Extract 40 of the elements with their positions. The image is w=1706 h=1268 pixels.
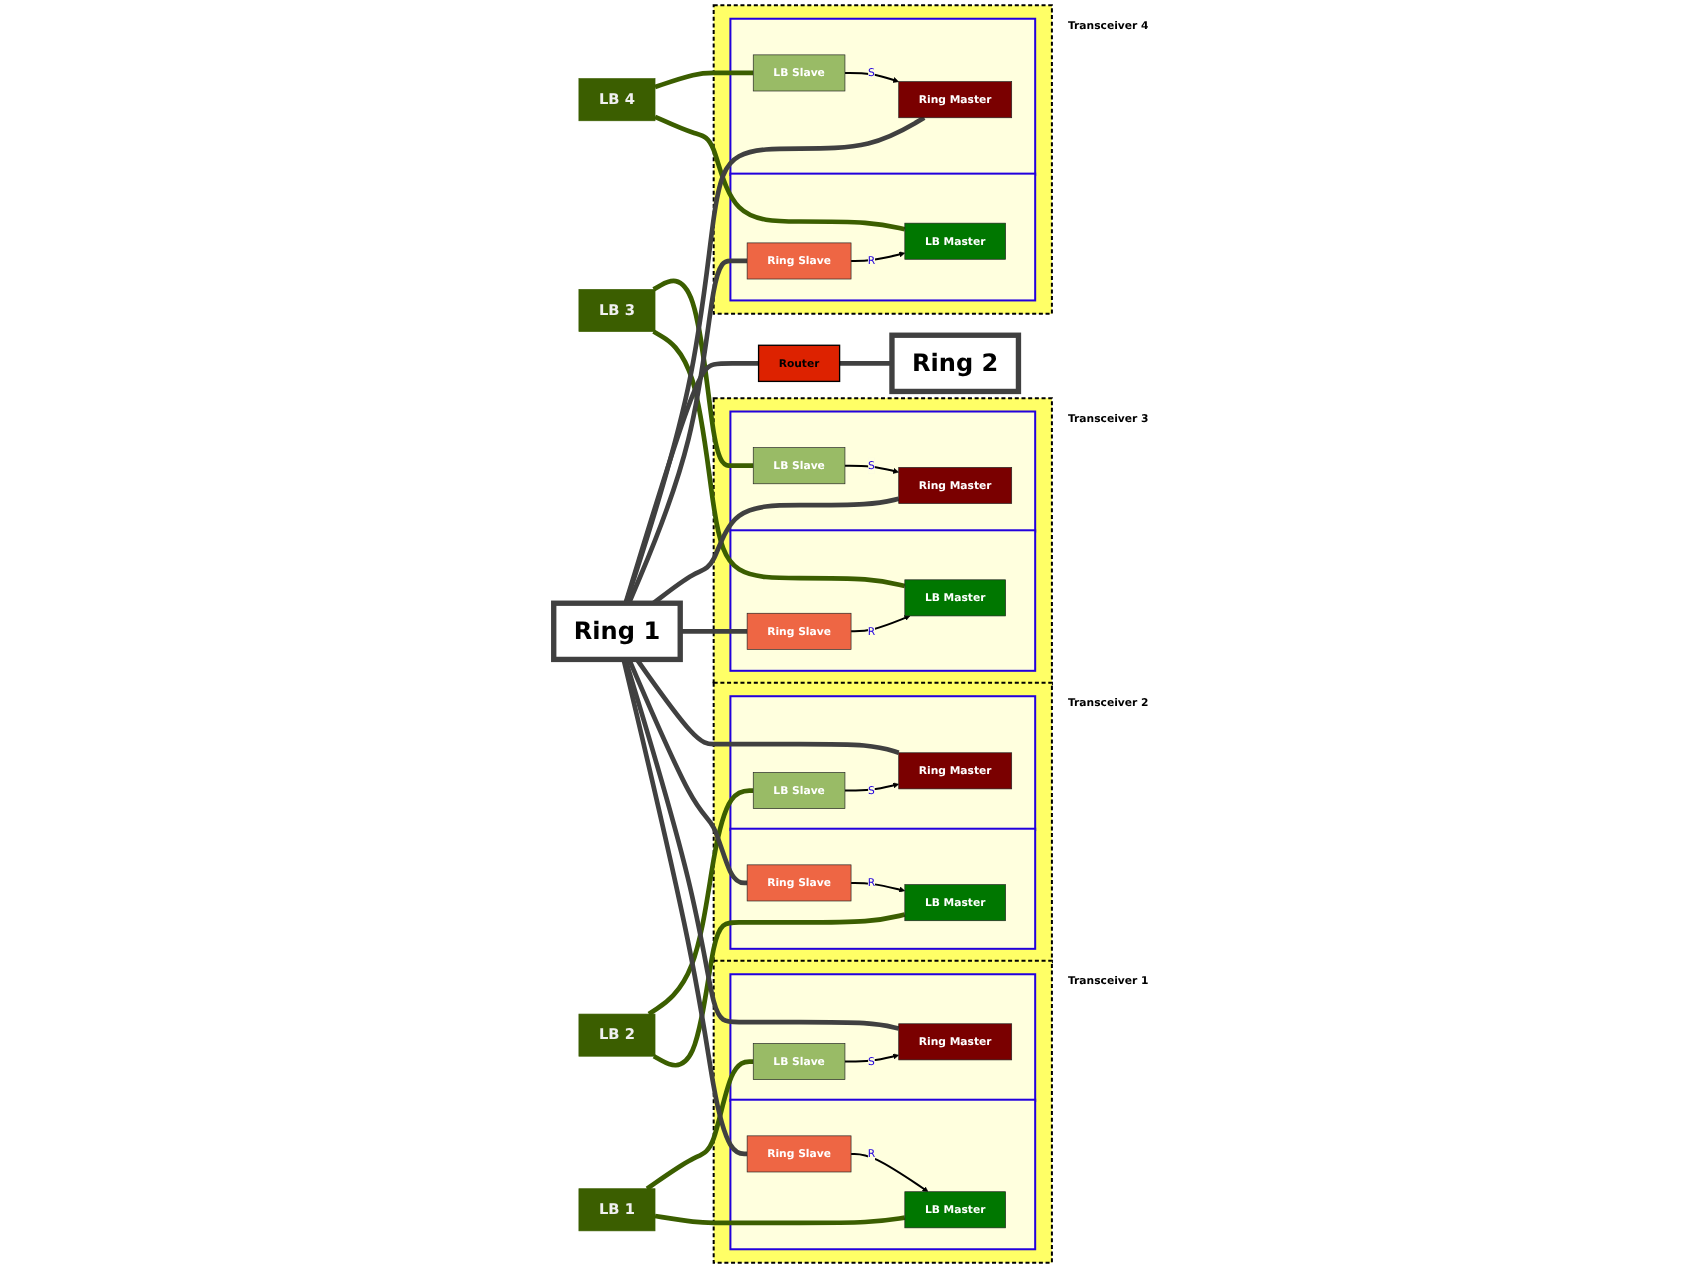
arrow xyxy=(851,615,911,633)
cluster xyxy=(729,695,1037,832)
cluster xyxy=(729,827,1037,950)
node-box: Ring 2 xyxy=(889,332,1022,395)
cluster xyxy=(712,681,1053,964)
node-box: Ring 1 xyxy=(551,600,683,663)
connector xyxy=(839,361,892,366)
connector xyxy=(652,278,754,469)
arrow xyxy=(851,881,906,893)
cluster xyxy=(729,529,1037,672)
connector xyxy=(651,496,900,606)
connector xyxy=(654,70,754,90)
arrow xyxy=(844,1053,899,1063)
connector xyxy=(652,912,906,1068)
connector xyxy=(635,658,900,755)
connector xyxy=(652,329,906,589)
connector xyxy=(621,658,748,1157)
arrow xyxy=(851,1152,929,1192)
arrow xyxy=(844,782,899,792)
connector xyxy=(654,1213,906,1226)
cluster xyxy=(712,959,1053,1264)
connector xyxy=(623,115,926,604)
connector xyxy=(645,1059,754,1191)
connector xyxy=(623,361,759,604)
connector xyxy=(626,658,748,886)
cluster xyxy=(729,17,1037,176)
connector xyxy=(680,629,748,634)
cluster xyxy=(712,4,1053,315)
connector xyxy=(654,114,906,232)
arrow xyxy=(851,251,906,262)
cluster xyxy=(729,1098,1037,1251)
cluster xyxy=(729,410,1037,533)
cluster xyxy=(729,973,1037,1103)
cluster xyxy=(729,172,1037,302)
arrow xyxy=(844,464,899,474)
connector xyxy=(623,658,900,1031)
cluster xyxy=(712,397,1053,686)
connector xyxy=(626,258,748,605)
arrow xyxy=(844,71,899,83)
connector xyxy=(647,788,754,1016)
